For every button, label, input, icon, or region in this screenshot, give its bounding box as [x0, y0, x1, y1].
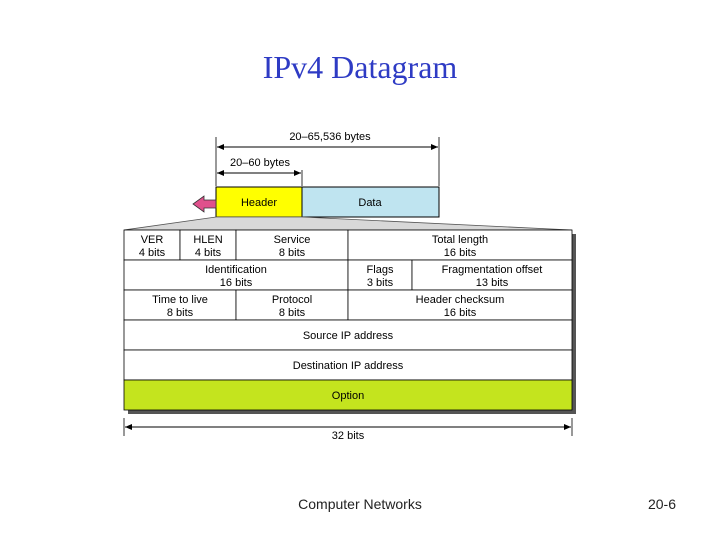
field-bits: 16 bits [444, 247, 477, 259]
field-name: HLEN [193, 234, 222, 246]
pink-arrow-icon [192, 195, 217, 213]
field-cell [179, 229, 237, 261]
data-box [301, 186, 440, 218]
field-cell [347, 259, 413, 291]
field-bits: 16 bits [444, 307, 477, 319]
field-bits: 4 bits [195, 247, 222, 259]
field-name: Flags [367, 264, 394, 276]
field-name: Protocol [272, 294, 312, 306]
field-bits: 13 bits [476, 277, 509, 289]
field-name: Option [332, 390, 364, 402]
data-label: Data [358, 197, 382, 209]
field-name: Fragmentation offset [442, 264, 543, 276]
header-length-label: 20–60 bytes [230, 157, 290, 169]
footer-page-number: 20-6 [647, 496, 676, 512]
field-cell [123, 289, 237, 321]
field-name: Total length [432, 234, 488, 246]
field-cell [123, 319, 573, 351]
field-bits: 8 bits [279, 307, 306, 319]
field-name: Time to live [152, 294, 208, 306]
header-label: Header [241, 197, 277, 209]
slide-title: IPv4 Datagram [262, 49, 458, 85]
width-label: 32 bits [332, 430, 365, 442]
field-bits: 8 bits [167, 307, 194, 319]
field-bits: 16 bits [220, 277, 253, 289]
field-name: Header checksum [416, 294, 505, 306]
field-cell [347, 289, 573, 321]
header-length-dimension: 20–60 bytes [217, 157, 303, 186]
field-name: VER [141, 234, 164, 246]
footer-course-name: Computer Networks [298, 496, 422, 512]
field-bits: 4 bits [139, 247, 166, 259]
field-bits: 3 bits [367, 277, 394, 289]
field-cell [123, 379, 573, 411]
header-expansion-wedge [123, 216, 573, 231]
field-name: Service [274, 234, 311, 246]
field-cell [123, 259, 349, 291]
field-name: Destination IP address [293, 360, 404, 372]
field-bits: 8 bits [279, 247, 306, 259]
field-name: Identification [205, 264, 267, 276]
field-cell [411, 259, 573, 291]
width-dimension: 32 bits [123, 418, 573, 442]
field-cell [347, 229, 573, 261]
field-name: Source IP address [303, 330, 394, 342]
total-length-label: 20–65,536 bytes [289, 131, 371, 143]
field-cell [123, 349, 573, 381]
total-length-dimension: 20–65,536 bytes [215, 131, 440, 186]
